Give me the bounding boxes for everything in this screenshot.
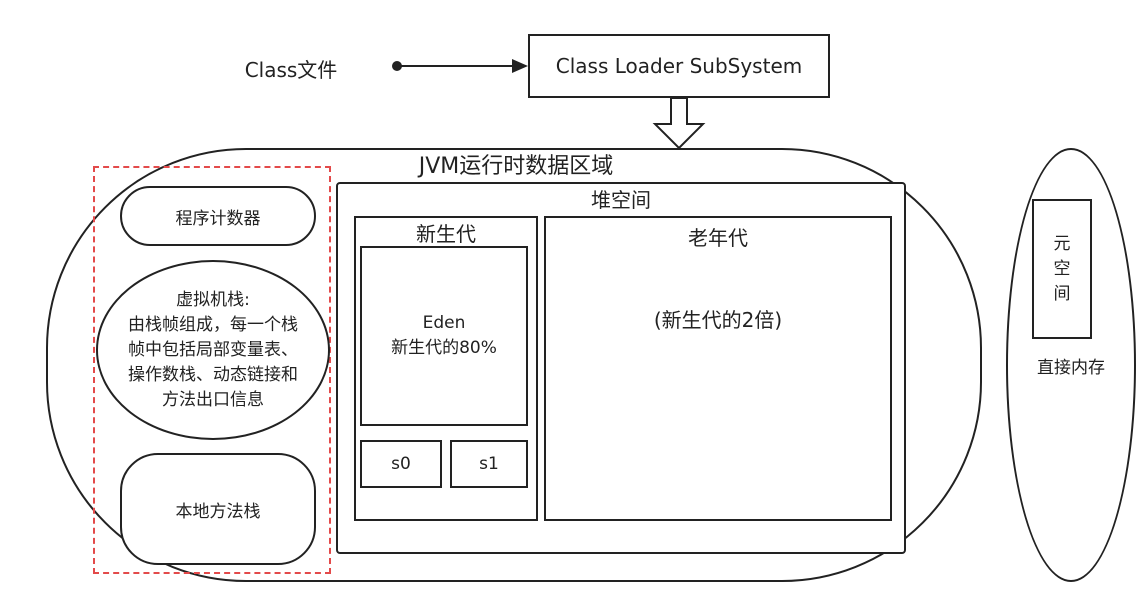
eden-space: Eden 新生代的80% <box>360 246 528 426</box>
program-counter-label: 程序计数器 <box>175 208 261 229</box>
hollow-arrow-down-icon <box>652 97 706 150</box>
old-generation-title: 老年代 <box>688 225 748 250</box>
vm-stack: 虚拟机栈: 由栈帧组成，每一个栈 帧中包括局部变量表、 操作数栈、动态链接和 方… <box>96 260 330 440</box>
native-method-stack: 本地方法栈 <box>120 453 316 565</box>
vm-stack-line: 虚拟机栈: <box>176 289 250 310</box>
class-loader-label: Class Loader SubSystem <box>555 54 803 78</box>
metaspace-char: 空 <box>1053 258 1071 279</box>
survivor-s0-label: s0 <box>391 454 411 474</box>
young-generation-title: 新生代 <box>416 221 476 246</box>
runtime-area-title: JVM运行时数据区域 <box>418 154 614 179</box>
eden-name: Eden <box>422 313 466 333</box>
program-counter: 程序计数器 <box>120 186 316 246</box>
vm-stack-line: 帧中包括局部变量表、 <box>128 339 298 360</box>
eden-note: 新生代的80% <box>391 338 497 358</box>
survivor-s1: s1 <box>450 440 528 488</box>
heap-title: 堆空间 <box>591 187 651 212</box>
thread-private-region <box>93 166 331 574</box>
arrow-right-icon <box>392 59 528 73</box>
direct-memory-label: 直接内存 <box>1037 357 1105 378</box>
metaspace-char: 间 <box>1053 283 1071 304</box>
native-method-stack-label: 本地方法栈 <box>175 501 261 522</box>
old-generation-note: (新生代的2倍) <box>653 307 783 332</box>
vm-stack-line: 由栈帧组成，每一个栈 <box>128 314 298 335</box>
metaspace: 元 空 间 <box>1032 199 1092 339</box>
jvm-runtime-area <box>46 148 982 582</box>
survivor-s1-label: s1 <box>479 454 499 474</box>
survivor-s0: s0 <box>360 440 442 488</box>
vm-stack-line: 方法出口信息 <box>162 389 264 410</box>
old-generation <box>544 216 892 521</box>
class-loader-subsystem: Class Loader SubSystem <box>528 34 830 98</box>
metaspace-char: 元 <box>1053 233 1071 254</box>
direct-memory-area <box>1006 148 1136 582</box>
vm-stack-line: 操作数栈、动态链接和 <box>128 364 298 385</box>
class-file-label: Class文件 <box>244 57 338 82</box>
